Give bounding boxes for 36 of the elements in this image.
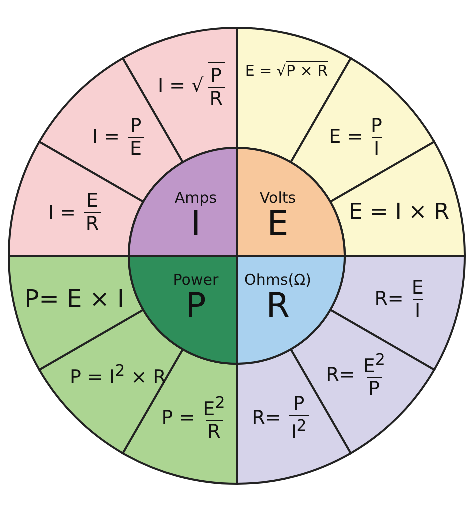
numerator: P [210,64,222,87]
formula-text: E = [329,126,364,148]
quantity-symbol: P [186,289,206,323]
formula-text: R= [326,364,356,386]
denominator: I [413,298,423,322]
quantity-symbol: I [190,206,201,241]
denominator: E [128,136,144,160]
numerator: P [293,393,305,416]
formula-text: I = [92,126,120,148]
formula-text: P = [162,407,196,430]
quantity-name: Amps [174,188,218,207]
denominator: I [372,136,382,160]
denominator: R [206,420,223,444]
numerator: E [86,190,99,212]
quantity-name: Volts [260,188,296,207]
formula-text: P = I$^{2}$ × R [70,361,166,388]
denominator: R [84,212,102,236]
denominator: P [366,376,382,400]
formula-text: E = √P × R [245,62,328,80]
formula-text: I = [48,202,76,224]
numerator: P [371,114,382,137]
denominator: R [208,86,225,110]
numerator: E$^{2}$ [203,393,226,420]
numerator: E$^{2}$ [363,350,386,377]
numerator: E [412,276,424,299]
denominator: I$^{2}$ [289,415,309,444]
quantity-symbol: E [267,206,289,241]
quantity-name: Ohms(Ω) [244,271,312,289]
quantity-name: Power [173,271,219,289]
numerator: P [130,114,142,137]
quantity-symbol: R [266,289,290,323]
formula-text: I = √ [158,74,204,97]
formula-text: E = I × R [349,200,450,226]
formula-text: R= [374,288,404,310]
formula-text: R= [252,407,282,430]
formula-text: P= E × I [24,285,125,314]
